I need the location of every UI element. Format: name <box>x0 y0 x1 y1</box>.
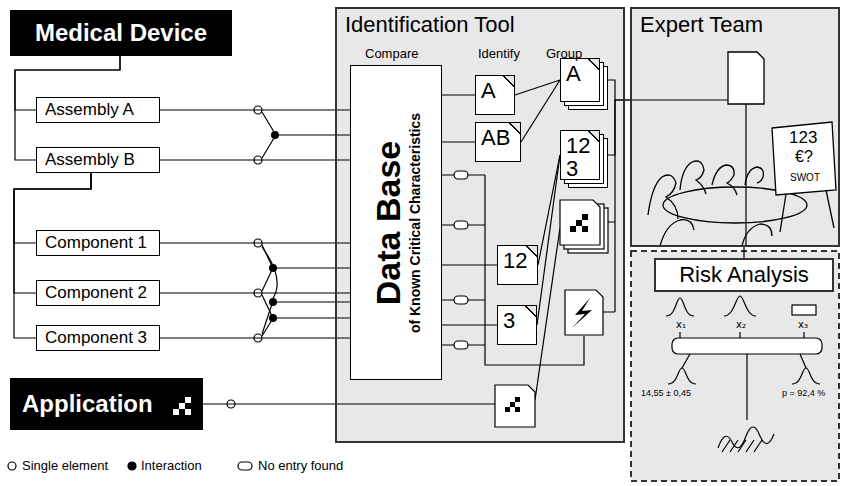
risk-region <box>631 251 839 481</box>
application-group-doc <box>560 200 608 253</box>
node-label: Application <box>22 390 153 418</box>
connector <box>515 80 560 95</box>
connector <box>442 324 497 325</box>
variable-label: x₃ <box>798 319 808 330</box>
tool-panel-fill <box>335 7 625 443</box>
device-box: Medical Device <box>10 10 232 56</box>
connector <box>160 109 350 110</box>
node-label: Component 2 <box>45 283 147 303</box>
connector <box>537 155 560 325</box>
node-label: Assembly B <box>45 150 135 170</box>
component-box: Component 3 <box>36 325 160 351</box>
application-doc <box>495 385 535 427</box>
monte-carlo-sketch <box>666 296 822 452</box>
database-text-block: Data Baseof Known Critical Characteristi… <box>351 66 441 379</box>
node-label: Identification Tool <box>345 12 515 37</box>
identified-doc: 3 <box>497 305 537 345</box>
component-box: Component 2 <box>36 280 160 306</box>
node-sublabel: of Known Critical Characteristics <box>406 112 422 332</box>
assembly-box: Assembly A <box>36 97 160 123</box>
connector <box>160 242 350 243</box>
identified-doc: 12 <box>497 245 538 285</box>
node-label: 12 <box>503 248 527 273</box>
node-label: Assembly A <box>45 100 134 120</box>
connector <box>203 403 335 404</box>
node-label: Expert Team <box>640 12 763 37</box>
expert-panel-fill <box>630 7 840 247</box>
legend-text: Interaction <box>141 458 202 473</box>
connector <box>160 159 350 160</box>
database-box: Data Baseof Known Critical Characteristi… <box>350 65 442 380</box>
expert-panel: Expert Team <box>630 7 840 247</box>
legend-text: No entry found <box>258 458 343 473</box>
flipchart-text: SWOT <box>790 172 820 183</box>
node-label: Component 3 <box>45 328 147 348</box>
connector <box>442 141 475 142</box>
node-label: Risk Analysis <box>679 262 809 288</box>
result-label: 14,55 ± 0,45 <box>641 388 691 398</box>
legend-text: Single element <box>22 458 108 473</box>
node-label: 3 <box>503 308 515 333</box>
node-label: A <box>481 78 496 103</box>
tool-panel: Identification ToolData Baseof Known Cri… <box>335 7 625 443</box>
flipchart-text: €? <box>795 148 813 166</box>
connector <box>160 292 350 293</box>
variable-label: x₁ <box>676 319 686 330</box>
column-heading: Identify <box>478 46 520 61</box>
result-label: p = 92,4 % <box>782 388 825 398</box>
node-label: Medical Device <box>35 19 207 47</box>
connector <box>442 94 475 95</box>
column-heading: Group <box>546 46 582 61</box>
node-label: A <box>566 61 581 86</box>
single-element-markers <box>227 106 262 408</box>
risk-title-box: Risk Analysis <box>654 258 834 292</box>
node-label: Component 1 <box>45 233 147 253</box>
variable-label: x₂ <box>736 319 746 330</box>
node-label: Data Base <box>370 140 406 304</box>
connector <box>600 100 630 155</box>
node-label: 12 3 <box>566 134 586 180</box>
connector <box>160 337 350 338</box>
component-box: Component 1 <box>36 230 160 256</box>
identified-doc: AB <box>475 122 521 162</box>
unknown-doc <box>565 290 603 335</box>
assembly-box: Assembly B <box>36 147 160 173</box>
expert-meeting-sketch <box>648 52 836 246</box>
connector <box>743 247 744 258</box>
connector <box>521 80 560 142</box>
column-heading: Compare <box>365 46 418 61</box>
flipchart-text: 123 <box>789 128 817 148</box>
application-box: Application <box>10 378 203 430</box>
identified-doc: A <box>475 75 515 115</box>
connector <box>538 155 560 265</box>
connector <box>600 80 630 100</box>
no-entry-markers <box>454 171 468 349</box>
group-doc: A <box>560 58 600 102</box>
node-label: AB <box>481 125 510 150</box>
group-doc: 12 3 <box>560 130 600 180</box>
connector <box>442 264 497 265</box>
